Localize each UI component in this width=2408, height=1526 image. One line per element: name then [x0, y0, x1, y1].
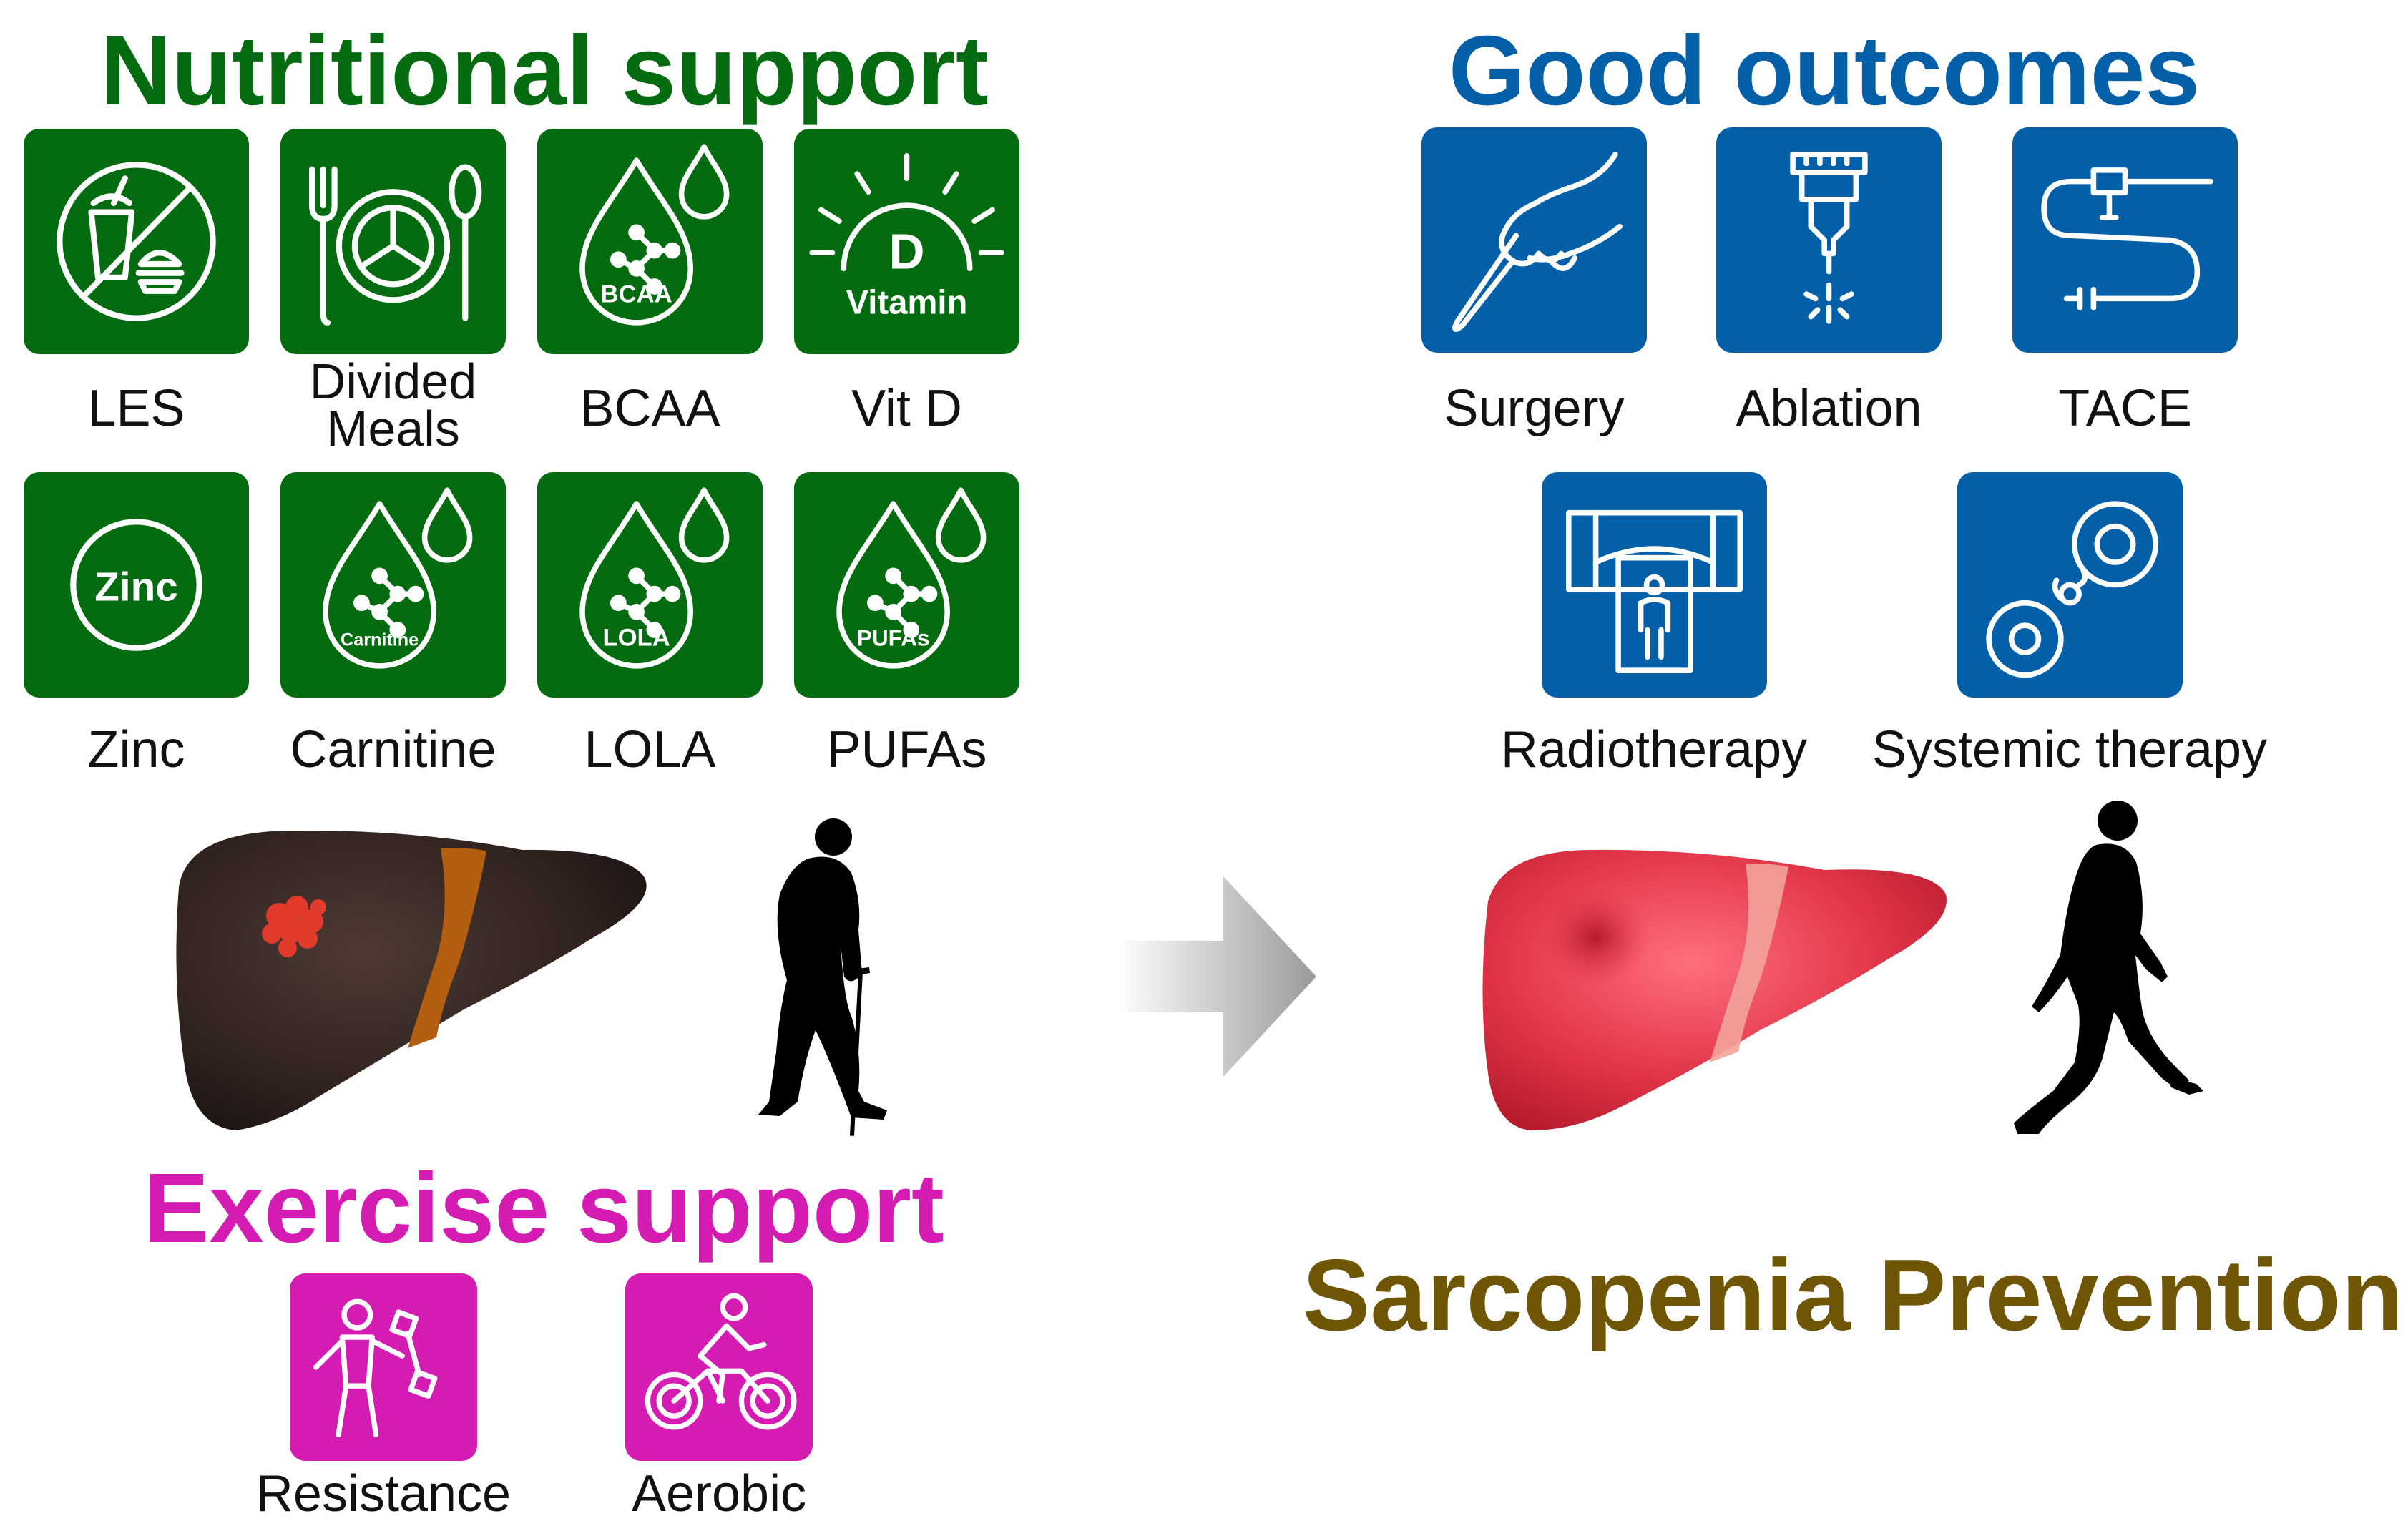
bcaa-icon-text: BCAA: [601, 281, 672, 308]
molecule-drop-icon: Carnitine: [323, 487, 473, 669]
resistance-label: Resistance: [255, 1465, 512, 1522]
exercise-title: Exercise support: [143, 1153, 944, 1263]
pufas-icon-text: PUFAs: [857, 625, 930, 651]
scalpel-hand-icon: [1452, 152, 1623, 332]
carnitine-tile: Carnitine: [280, 472, 506, 698]
zinc-label: Zinc: [87, 721, 185, 778]
bcaa-label: BCAA: [579, 380, 720, 437]
resistance-tile: [290, 1273, 477, 1461]
ablation-tile: [1716, 127, 1942, 353]
vit-d-letter: D: [889, 223, 924, 279]
systemic-therapy-tile: [1957, 472, 2183, 698]
divided-meals-label: Divided Meals: [309, 353, 477, 456]
ablation-label: Ablation: [1736, 380, 1922, 437]
lola-tile: LOLA: [537, 472, 763, 698]
aerobic-tile: [625, 1273, 813, 1461]
tumor-nodule: [262, 896, 326, 957]
molecule-drop-icon: PUFAs: [836, 487, 987, 669]
aerobic-label: Aerobic: [631, 1465, 807, 1522]
nutrition-title: Nutritional support: [100, 16, 989, 126]
sun-vitamin-icon: D Vitamin: [809, 153, 1004, 321]
progression-arrow: [1116, 876, 1316, 1077]
radiotherapy-machine-icon: [1566, 509, 1743, 673]
dumbbell-person-icon: [313, 1298, 438, 1437]
diseased-liver-illustration: [176, 831, 647, 1130]
radiotherapy-tile: [1542, 472, 1767, 698]
ligament-band-healthy: [1710, 864, 1788, 1062]
elderly-cane-silhouette: [758, 818, 887, 1136]
bcaa-tile: BCAA: [537, 129, 763, 354]
systemic-therapy-label: Systemic therapy: [1871, 721, 2268, 778]
liver-spot: [1542, 889, 1649, 986]
zinc-icon: Zinc: [70, 519, 202, 651]
molecule-drop-icon: BCAA: [579, 144, 730, 326]
pufas-label: PUFAs: [826, 721, 987, 778]
prevention-title: Sarcopenia Prevention: [1302, 1238, 2404, 1352]
ablation-probe-icon: [1790, 152, 1868, 324]
lola-icon-text: LOLA: [602, 625, 670, 652]
pufas-tile: PUFAs: [794, 472, 1019, 698]
walking-person-silhouette: [2014, 801, 2203, 1134]
outcomes-title: Good outcomes: [1448, 16, 2201, 126]
cyclist-icon: [645, 1293, 797, 1430]
zinc-tile: Zinc: [24, 472, 249, 698]
zinc-icon-text: Zinc: [94, 565, 178, 610]
lola-label: LOLA: [584, 721, 716, 778]
carnitine-icon-text: Carnitine: [341, 630, 419, 650]
les-tile: [24, 129, 249, 354]
catheter-icon: [2041, 167, 2213, 310]
les-label: LES: [87, 380, 185, 437]
surgery-label: Surgery: [1444, 380, 1625, 437]
vit-d-tile: D Vitamin: [794, 129, 1019, 354]
surgery-tile: [1421, 127, 1647, 353]
molecule-drop-icon: LOLA: [579, 487, 730, 669]
vit-d-label: Vit D: [851, 380, 962, 437]
carnitine-label: Carnitine: [290, 721, 496, 778]
divided-plate-icon: [309, 164, 482, 326]
tace-tile: [2012, 127, 2238, 353]
healthy-liver-illustration: [1482, 849, 1947, 1130]
ligament-band-dark: [408, 848, 486, 1048]
divided-meals-tile: [280, 129, 506, 354]
tace-label: TACE: [2058, 380, 2192, 437]
vit-d-word: Vitamin: [846, 283, 968, 321]
cell-drug-icon: [1986, 501, 2158, 678]
no-junk-food-icon: [57, 162, 216, 321]
radiotherapy-label: Radiotherapy: [1500, 721, 1808, 778]
